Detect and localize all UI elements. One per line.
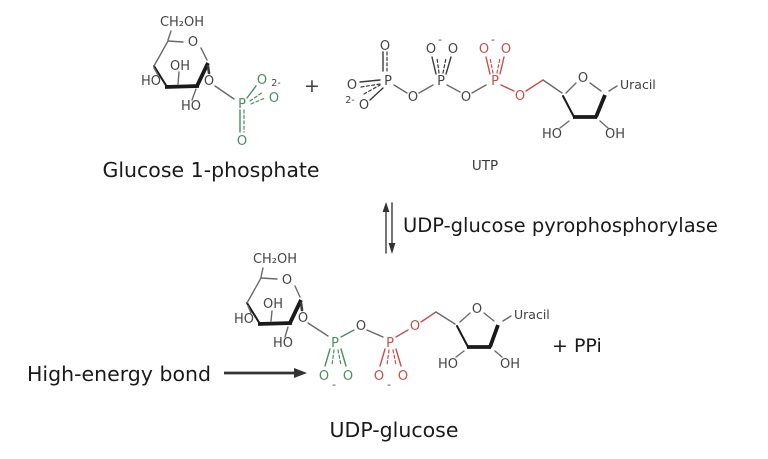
phosphorus: P [386,336,394,351]
plus-sign: + [304,75,320,97]
enzyme-label: UDP-glucose pyrophosphorylase [403,214,718,237]
ester-oxygen: O [515,89,525,104]
high-energy-annotation: High-energy bond [27,362,307,386]
oxygen: O [501,42,511,57]
charge-minus: - [438,33,442,46]
high-energy-bond-label: High-energy bond [27,362,211,386]
udp-glucose-structure: CH₂OH O OH HO HO O P O O - O P O O [234,252,550,391]
oxygen: O [374,369,384,384]
glucose-ring-bonds [153,30,235,101]
uracil-label: Uracil [514,307,550,322]
oxygen: O [398,369,408,384]
glycosidic-oxygen: O [298,311,308,326]
phosphate-green: P O 2- O O [237,73,281,149]
udp-glucose-label: UDP-glucose [330,418,459,442]
glucose-1-phosphate-label: Glucose 1-phosphate [102,158,319,182]
oxygen: O [347,78,357,93]
charge-2minus: 2- [345,95,354,106]
bridging-oxygen: O [408,90,418,105]
oxygen: O [269,91,279,106]
oh-group: OH [605,127,625,142]
ring-oxygen: O [282,273,292,288]
oh-group: OH [263,297,283,312]
charge-2minus: 2- [271,78,280,89]
oxygen: O [257,73,267,88]
ribose-ring: O Uracil HO OH [435,302,550,372]
ho-group: HO [273,336,293,351]
beta-phosphate: O O - P [418,33,461,94]
charge-minus: - [387,378,391,391]
plus-ppi-label: + PPi [552,335,602,357]
ho-group: HO [438,357,458,372]
oh-group: OH [500,357,520,372]
oxygen: O [479,42,489,57]
oxygen: O [426,42,436,57]
uracil-label: Uracil [620,77,656,92]
oxygen: O [359,98,369,113]
ring-oxygen: O [472,302,482,317]
ester-oxygen: O [410,319,420,334]
alpha-phosphate-red: O O - P O [471,33,544,104]
bridging-oxygen: O [461,90,471,105]
ho-group: HO [234,312,254,327]
phosphorus: P [238,97,246,112]
oxygen: O [448,42,458,57]
utp-structure: O O 2- O P O O O - P O O [345,33,656,142]
phosphate-green: P O O - [319,329,355,391]
utp-label: UTP [472,158,498,174]
glucose-1-phosphate-structure: CH₂OH O OH HO HO O P O 2- O O [141,15,281,149]
ho-group: HO [141,74,161,89]
oxygen: O [343,369,353,384]
phosphorus: P [331,336,339,351]
glucose-ring-bonds [246,267,329,338]
oxygen: O [319,369,329,384]
equilibrium-arrows [382,202,396,254]
glycosidic-oxygen: O [204,74,214,89]
ch2oh-label: CH₂OH [160,15,204,30]
ring-oxygen: O [188,35,198,50]
ribose-ring: O Uracil HO OH [542,71,656,142]
charge-minus: - [332,378,336,391]
ch2oh-label: CH₂OH [253,252,297,267]
oh-group: OH [170,59,190,74]
phosphorus: P [491,74,499,89]
phosphorus: P [384,74,392,89]
charge-minus: - [491,33,495,46]
oxygen: O [380,39,390,54]
phosphate-red: P O O - O [374,311,437,391]
oxygen: O [237,134,247,149]
bridging-oxygen: O [356,319,366,334]
phosphorus: P [437,74,445,89]
ring-oxygen: O [578,71,588,86]
ho-group: HO [542,127,562,142]
gamma-phosphate: O O 2- O P [345,39,408,113]
ho-group: HO [181,99,201,114]
